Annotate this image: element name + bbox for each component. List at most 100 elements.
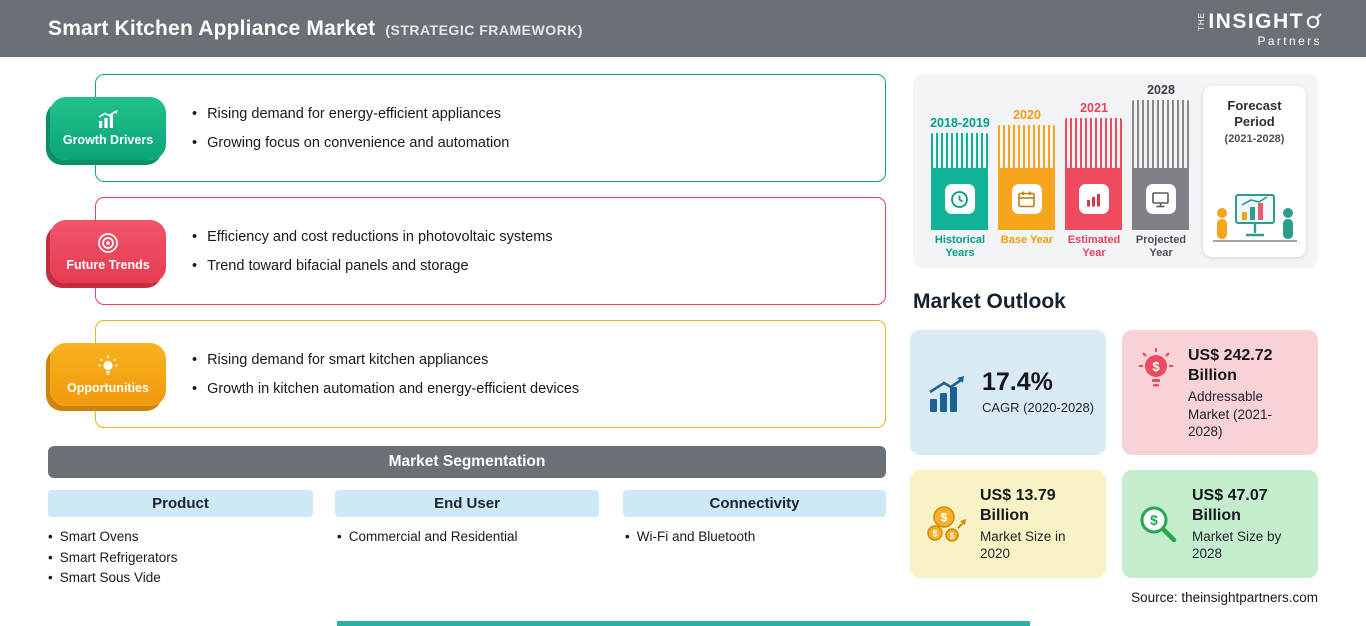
svg-text:$: $	[950, 532, 955, 541]
list-item: Smart Sous Vide	[48, 568, 178, 589]
forecast-period-card: Forecast Period (2021-2028)	[1203, 86, 1306, 257]
forecast-period-range: (2021-2028)	[1224, 133, 1285, 145]
market-size-2020-desc: Market Size in 2020	[980, 528, 1066, 562]
list-item: Commercial and Residential	[337, 527, 518, 548]
bar-caption: Historical Years	[934, 234, 986, 259]
coins-icon: $ $ $	[927, 506, 966, 542]
clock-icon	[951, 190, 968, 208]
logo-partners: Partners	[1257, 33, 1322, 48]
svg-text:$: $	[1152, 359, 1160, 374]
card-text: US$ 242.72 Billion Addressable Market (2…	[1188, 346, 1306, 441]
card-text: 17.4% CAGR (2020-2028)	[982, 368, 1094, 417]
market-size-2020-value: US$ 13.79 Billion	[980, 486, 1056, 524]
dollar-bulb-icon: $	[1139, 348, 1173, 387]
logo-insight: INSIGHT	[1208, 9, 1304, 33]
title-group: Smart Kitchen Appliance Market (STRATEGI…	[48, 17, 583, 41]
badge-label: Opportunities	[67, 380, 149, 395]
market-size-2028-card: $ US$ 47.07 Billion Market Size by 2028	[1122, 470, 1318, 578]
year-label: 2021	[1080, 101, 1108, 115]
bar-stripes	[1132, 100, 1189, 168]
bottom-accent-strip	[337, 621, 1030, 626]
addressable-market-value: US$ 242.72 Billion	[1188, 347, 1273, 384]
bar-body	[1065, 168, 1122, 230]
segment-header-connectivity: Connectivity	[623, 490, 886, 517]
dollar-magnifier-icon: $	[1140, 506, 1177, 543]
list-item: Wi-Fi and Bluetooth	[625, 527, 756, 548]
icon-box	[1011, 184, 1042, 214]
svg-text:$: $	[941, 511, 948, 525]
cagr-value: 17.4%	[982, 368, 1053, 397]
icon-box	[1145, 184, 1176, 214]
page-title: Smart Kitchen Appliance Market	[48, 16, 376, 40]
opportunity-bullet: Rising demand for smart kitchen applianc…	[192, 352, 885, 368]
logo-the: The	[1197, 11, 1207, 31]
bar-caption: Base Year	[1000, 234, 1054, 246]
opportunities-badge: Opportunities	[50, 343, 166, 406]
market-size-2028-desc: Market Size by 2028	[1192, 528, 1282, 562]
analysts-illustration-icon	[1212, 194, 1297, 242]
forecast-period-title: Forecast Period	[1227, 98, 1282, 129]
market-size-2020-card: $ $ $ US$ 13.79 Billion Market Size in 2…	[910, 470, 1106, 578]
svg-text:$: $	[1150, 512, 1158, 528]
logo-ring-icon	[1306, 13, 1322, 29]
year-label: 2018-2019	[930, 116, 990, 130]
logo-top-row: The INSIGHT	[1197, 9, 1322, 33]
growth-drivers-badge: Growth Drivers	[50, 97, 166, 160]
header-bar: Smart Kitchen Appliance Market (STRATEGI…	[0, 0, 1366, 57]
forecast-bar-base	[998, 125, 1055, 230]
segment-header-product: Product	[48, 490, 313, 517]
bar-chart-icon	[98, 110, 118, 128]
growth-driver-bullet: Rising demand for energy-efficient appli…	[192, 106, 885, 122]
future-trends-badge: Future Trends	[50, 220, 166, 283]
badge-label: Growth Drivers	[62, 133, 154, 147]
list-item: Smart Refrigerators	[48, 548, 178, 569]
page-subtitle: (STRATEGIC FRAMEWORK)	[385, 21, 583, 38]
market-size-2028-value: US$ 47.07 Billion	[1192, 486, 1268, 524]
growth-chart-icon	[929, 375, 964, 412]
addressable-market-card: $ US$ 242.72 Billion Addressable Market …	[1122, 330, 1318, 455]
opportunity-bullet: Growth in kitchen automation and energy-…	[192, 381, 885, 397]
bar-body	[998, 168, 1055, 230]
source-attribution: Source: theinsightpartners.com	[1131, 590, 1318, 605]
card-text: US$ 13.79 Billion Market Size in 2020	[980, 486, 1094, 563]
cagr-desc: CAGR (2020-2028)	[982, 400, 1094, 416]
list-item: Smart Ovens	[48, 527, 178, 548]
bar-body	[931, 168, 988, 230]
bar-caption: Projected Year	[1135, 234, 1187, 259]
chart-bars-icon	[1087, 193, 1100, 206]
svg-text:$: $	[932, 529, 937, 539]
year-label: 2020	[1013, 108, 1041, 122]
bar-stripes	[931, 133, 988, 168]
icon-box	[944, 184, 975, 214]
end-user-list: Commercial and Residential	[337, 527, 518, 548]
connectivity-list: Wi-Fi and Bluetooth	[625, 527, 756, 548]
insight-partners-logo: The INSIGHT Partners	[1197, 9, 1322, 48]
icon-box	[1078, 184, 1109, 214]
forecast-bar-estimated	[1065, 118, 1122, 230]
forecast-bar-historical	[931, 133, 988, 230]
market-segmentation-header: Market Segmentation	[48, 446, 886, 478]
market-outlook-title: Market Outlook	[913, 290, 1066, 313]
light-bulb-icon	[98, 355, 118, 375]
segment-header-end-user: End User	[335, 490, 599, 517]
bar-caption: Estimated Year	[1067, 234, 1121, 259]
addressable-market-desc: Addressable Market (2021-2028)	[1188, 389, 1273, 439]
cagr-card: 17.4% CAGR (2020-2028)	[910, 330, 1106, 455]
bar-stripes	[1065, 118, 1122, 168]
future-trend-bullet: Efficiency and cost reductions in photov…	[192, 229, 885, 245]
future-trends-box: Efficiency and cost reductions in photov…	[95, 197, 886, 305]
future-trend-bullet: Trend toward bifacial panels and storage	[192, 258, 885, 274]
product-list: Smart Ovens Smart Refrigerators Smart So…	[48, 527, 178, 589]
growth-driver-bullet: Growing focus on convenience and automat…	[192, 135, 885, 151]
forecast-timeline-panel: 2018-2019 2020 2021 2028	[913, 74, 1318, 268]
growth-drivers-box: Rising demand for energy-efficient appli…	[95, 74, 886, 182]
bar-stripes	[998, 125, 1055, 168]
target-icon	[98, 232, 118, 253]
badge-label: Future Trends	[66, 257, 150, 272]
calendar-icon	[1018, 191, 1035, 207]
opportunities-box: Rising demand for smart kitchen applianc…	[95, 320, 886, 428]
year-label: 2028	[1147, 83, 1175, 97]
bar-body	[1132, 168, 1189, 230]
card-text: US$ 47.07 Billion Market Size by 2028	[1192, 486, 1306, 563]
